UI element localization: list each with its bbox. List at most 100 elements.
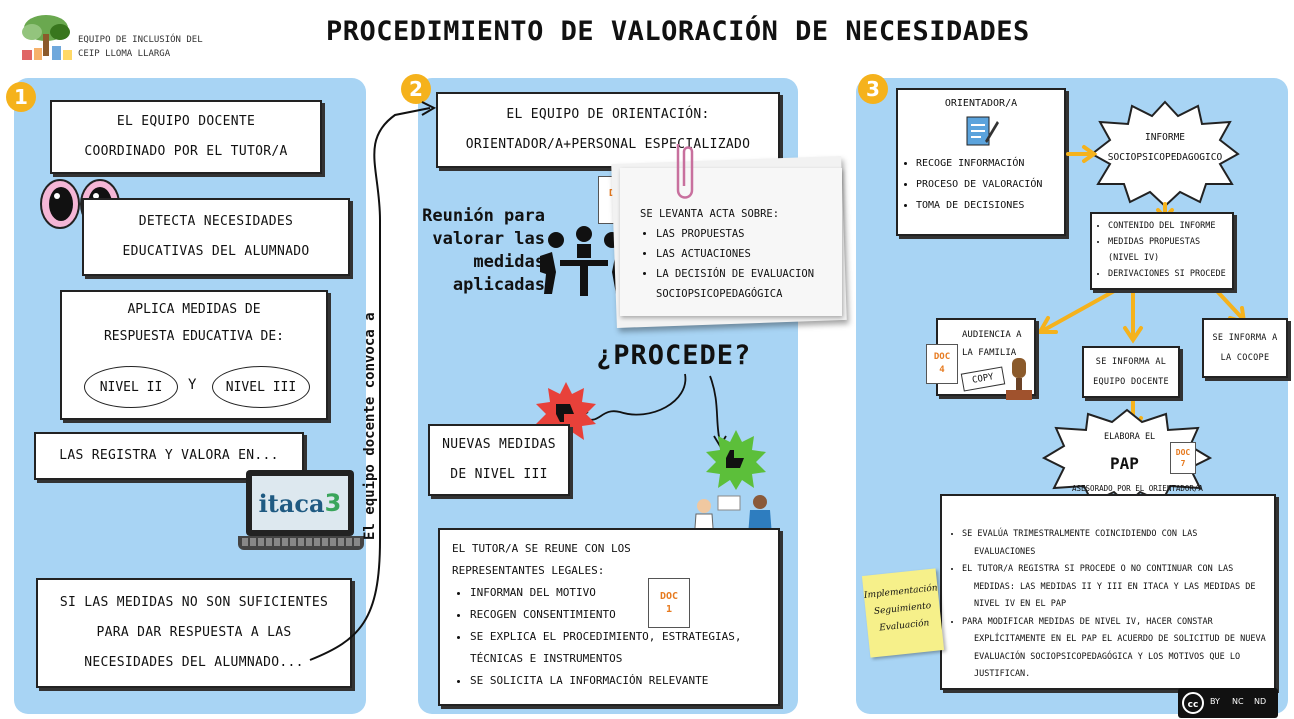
cc-nc: NC (1232, 697, 1244, 706)
orientador-item: RECOGE INFORMACIÓN (916, 153, 1064, 174)
tutor-meeting-box: EL TUTOR/A SE REUNE CON LOS REPRESENTANT… (438, 528, 780, 706)
acta-last: SOCIOPSICOPEDAGÓGICA (656, 288, 783, 300)
and-label: Y (188, 377, 197, 393)
cc-by: BY (1210, 697, 1220, 706)
pap-starburst (1042, 408, 1212, 504)
tutor-item: INFORMAN DEL MOTIVO (470, 582, 778, 604)
applies-measures-line-2: RESPUESTA EDUCATIVA DE: (103, 329, 284, 344)
final-cont: EVALUACIONES (974, 546, 1036, 557)
family-line-1: AUDIENCIA A (962, 330, 1022, 340)
tutor-item: SE EXPLICA EL PROCEDIMIENTO, ESTRATEGIAS… (470, 626, 778, 648)
new-measures-line-1: NUEVAS MEDIDAS (442, 437, 556, 452)
meeting-line-2: valorar las (432, 229, 545, 249)
meeting-line-4: aplicadas (452, 275, 545, 295)
report-content-box: CONTENIDO DEL INFORME MEDIDAS PROPUESTAS… (1090, 212, 1234, 290)
acta-item: LAS PROPUESTAS (656, 224, 842, 244)
content-item: CONTENIDO DEL INFORME (1108, 218, 1232, 234)
cocope-line-1: SE INFORMA A (1212, 333, 1278, 343)
final-cont: NIVEL IV EN EL PAP (974, 599, 1067, 609)
insufficient-line-2: PARA DAR RESPUESTA A LAS (96, 625, 292, 640)
tutor-item-last: SE SOLICITA LA INFORMACIÓN RELEVANTE (470, 670, 778, 692)
detects-needs-box: DETECTA NECESIDADES EDUCATIVAS DEL ALUMN… (82, 198, 350, 276)
step-1-badge: 1 (6, 82, 36, 112)
report-line-1: INFORME (1144, 132, 1186, 143)
final-item: PARA MODIFICAR MEDIDAS DE NIVEL IV, HACE… (962, 614, 1270, 632)
content-item-last: DERIVACIONES SI PROCEDE (1108, 266, 1232, 282)
new-measures-line-2: DE NIVEL III (450, 467, 548, 482)
meeting-line-3: medidas (473, 252, 545, 272)
logo-line-1: EQUIPO DE INCLUSIÓN DEL (78, 35, 203, 45)
insufficient-measures-box: SI LAS MEDIDAS NO SON SUFICIENTES PARA D… (36, 578, 352, 688)
level-iii-oval: NIVEL III (212, 366, 310, 408)
orientation-team-box: EL EQUIPO DE ORIENTACIÓN: ORIENTADOR/A+P… (436, 92, 780, 168)
cc-nd: ND (1254, 697, 1267, 706)
teaching-team-line-1: EL EQUIPO DOCENTE (116, 114, 256, 129)
orientador-box: ORIENTADOR/A RECOGE INFORMACIÓN PROCESO … (896, 88, 1066, 236)
doc-1-label: DOC (659, 591, 679, 602)
doc-7-icon: DOC 7 (1170, 442, 1196, 474)
step-2-badge: 2 (401, 74, 431, 104)
report-line-2: SOCIOPSICOPEDAGOGICO (1107, 152, 1223, 163)
asesorado-label: ASESORADO POR EL ORIENTADOR/A (1072, 484, 1203, 493)
insufficient-line-1: SI LAS MEDIDAS NO SON SUFICIENTES (59, 595, 329, 610)
final-cont: EVALUACIÓN SOCIOPSICOPEDAGÓGICA Y LOS MO… (974, 651, 1241, 662)
content-item: MEDIDAS PROPUESTAS (1108, 234, 1232, 250)
tutor-cont: TÉCNICAS E INSTRUMENTOS (470, 652, 623, 665)
sticky-note: Implementación Seguimiento Evaluación (861, 568, 945, 658)
meeting-text: Reunión para valorar las medidas aplicad… (415, 205, 545, 297)
teaching-team-box: EL EQUIPO DOCENTE COORDINADO POR EL TUTO… (50, 100, 322, 174)
doc-7-label: DOC (1175, 448, 1191, 457)
family-line-2: LA FAMILIA (962, 348, 1017, 358)
detects-needs-line-1: DETECTA NECESIDADES (138, 214, 294, 229)
final-notes-box: SE EVALÚA TRIMESTRALMENTE COINCIDIENDO C… (940, 494, 1276, 690)
connector-arrow (309, 101, 437, 661)
paperclip-icon (676, 144, 694, 199)
teaching-team-line-2: COORDINADO POR EL TUTOR/A (84, 144, 288, 159)
final-cont: MEDIDAS: LAS MEDIDAS II Y III EN ITACA Y… (974, 581, 1256, 592)
orientador-title: ORIENTADOR/A (944, 98, 1018, 109)
doc-1-number: 1 (665, 604, 673, 615)
page-title: PROCEDIMIENTO DE VALORACIÓN DE NECESIDAD… (326, 16, 1030, 47)
level-ii-oval: NIVEL II (84, 366, 178, 408)
orientador-item: PROCESO DE VALORACIÓN (916, 174, 1064, 195)
applies-measures-line-1: APLICA MEDIDAS DE (127, 302, 261, 317)
teaching-team-informed-box: SE INFORMA AL EQUIPO DOCENTE (1082, 346, 1180, 398)
doc-1-icon: DOC 1 (648, 578, 690, 628)
meeting-line-1: Reunión para (422, 206, 545, 226)
final-cont: EXPLÍCITAMENTE EN EL PAP EL ACUERDO DE S… (974, 634, 1266, 644)
cocope-box: SE INFORMA A LA COCOPE (1202, 318, 1288, 378)
orientation-line-1: EL EQUIPO DE ORIENTACIÓN: (506, 107, 710, 122)
doc-7-number: 7 (1180, 459, 1186, 468)
logo: EQUIPO DE INCLUSIÓN DEL CEIP LLOMA LLARG… (18, 10, 218, 70)
docente-line-2: EQUIPO DOCENTE (1093, 377, 1169, 387)
final-cont: JUSTIFICAN. (974, 669, 1031, 679)
acta-title: SE LEVANTA ACTA SOBRE: (640, 208, 780, 220)
registers-label: LAS REGISTRA Y VALORA EN... (59, 448, 279, 463)
final-item: SE EVALÚA TRIMESTRALMENTE COINCIDIENDO C… (962, 526, 1270, 544)
applies-measures-box: APLICA MEDIDAS DE RESPUESTA EDUCATIVA DE… (60, 290, 328, 420)
docente-line-1: SE INFORMA AL (1095, 357, 1167, 367)
tutor-item: RECOGEN CONSENTIMIENTO (470, 604, 778, 626)
doc-4-number: 4 (939, 365, 945, 375)
new-measures-box: NUEVAS MEDIDAS DE NIVEL III (428, 424, 570, 496)
step-3-badge: 3 (858, 74, 888, 104)
thumbs-up-icon (706, 430, 766, 490)
tree-logo-icon (22, 15, 72, 60)
cocope-line-2: LA COCOPE (1220, 353, 1270, 363)
itaca-logo: taca (267, 488, 325, 518)
doc-4-label: DOC (933, 352, 951, 362)
stamp-icon (1006, 358, 1032, 400)
tutor-line-2: REPRESENTANTES LEGALES: (452, 564, 605, 577)
itaca-3: 3 (324, 489, 342, 517)
tutor-line-1: EL TUTOR/A SE REUNE CON LOS (452, 542, 631, 555)
clipboard-pencil-icon (966, 116, 999, 146)
insufficient-line-3: NECESIDADES DEL ALUMNADO... (84, 655, 304, 670)
logo-line-2: CEIP LLOMA LLARGA (78, 49, 171, 59)
orientation-line-2: ORIENTADOR/A+PERSONAL ESPECIALIZADO (465, 137, 751, 152)
procede-label: ¿PROCEDE? (596, 340, 752, 371)
content-level: (NIVEL IV) (1108, 253, 1160, 263)
detects-needs-line-2: EDUCATIVAS DEL ALUMNADO (122, 244, 310, 259)
elabora-label: ELABORA EL (1104, 432, 1156, 442)
cc-license-badge: cc BY NC ND (1178, 688, 1278, 718)
